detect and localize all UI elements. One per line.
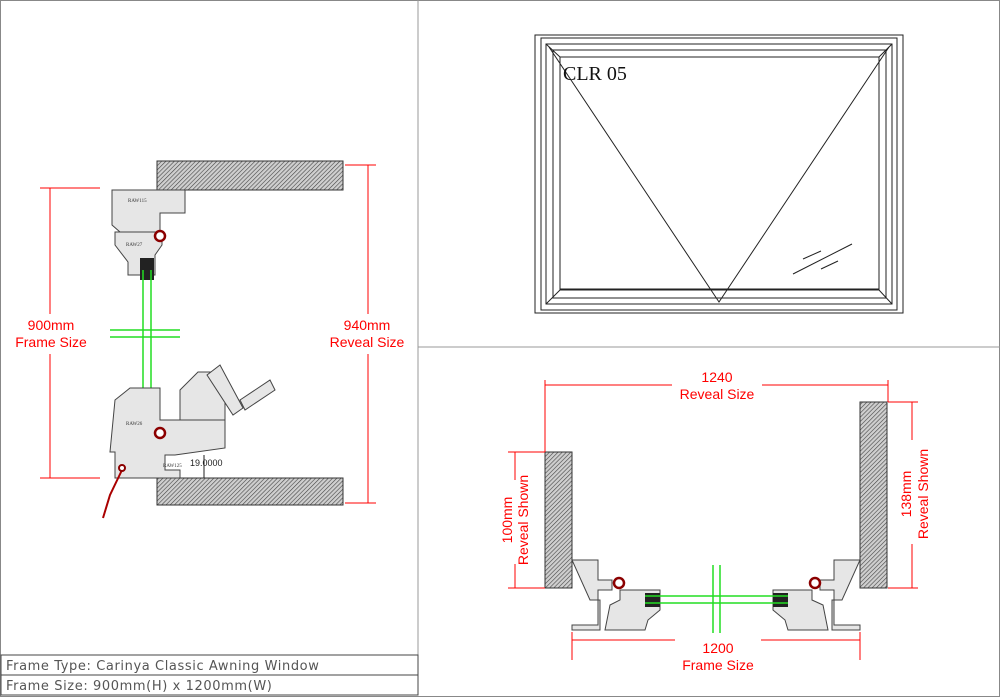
svg-text:100mm: 100mm (499, 497, 515, 544)
svg-text:Reveal Shown: Reveal Shown (915, 449, 931, 539)
frame-size-text: Frame Size: 900mm(H) x 1200mm(W) (6, 679, 272, 694)
head-profile: RAW115 RAW27 (111, 189, 186, 280)
horizontal-section: 1240 Reveal Size 1200 Frame Size 100mm R… (494, 368, 936, 674)
svg-text:1240: 1240 (701, 369, 732, 385)
svg-text:940mm: 940mm (344, 317, 391, 333)
svg-text:Frame Size: Frame Size (682, 657, 754, 673)
svg-text:Frame Size: Frame Size (15, 334, 87, 350)
svg-text:138mm: 138mm (898, 471, 914, 518)
vertical-section: RAW115 RAW27 RAW26 RAW125 19.0000 (8, 160, 411, 519)
awning-opening-indicator (548, 46, 890, 303)
svg-text:Reveal Shown: Reveal Shown (515, 475, 531, 565)
glass-vertical (110, 270, 180, 405)
reveal-width-dimension: 1240 Reveal Size (544, 368, 889, 452)
right-reveal-dimension: 138mm Reveal Shown (888, 401, 936, 589)
right-wall (859, 401, 888, 589)
left-jamb-profile (571, 559, 661, 631)
window-elevation: CLR 05 (534, 34, 904, 314)
glass-horizontal (645, 565, 788, 633)
right-jamb-profile (772, 559, 861, 631)
frame-width-dimension: 1200 Frame Size (571, 632, 861, 674)
gap-dimension: 19.0000 (190, 458, 223, 468)
svg-text:900mm: 900mm (28, 317, 75, 333)
reveal-size-dimension: 940mm Reveal Size (325, 164, 411, 504)
svg-text:Reveal Size: Reveal Size (330, 334, 405, 350)
profile-label: RAW125 (163, 464, 182, 469)
title-block: Frame Type: Carinya Classic Awning Windo… (0, 654, 419, 696)
svg-text:1200: 1200 (702, 640, 733, 656)
profile-label: RAW27 (126, 243, 143, 248)
frame-size-dimension: 900mm Frame Size (8, 187, 100, 479)
top-wall (156, 160, 344, 191)
svg-text:Reveal Size: Reveal Size (680, 386, 755, 402)
left-reveal-dimension: 100mm Reveal Shown (494, 451, 545, 589)
frame-type-text: Frame Type: Carinya Classic Awning Windo… (6, 659, 319, 674)
profile-label: RAW26 (126, 422, 143, 427)
glass-reflection-icon (792, 243, 853, 275)
bottom-wall (156, 477, 344, 506)
left-wall (544, 451, 573, 589)
sill-profile: RAW26 RAW125 19.0000 (102, 364, 276, 519)
profile-label: RAW115 (128, 199, 147, 204)
glass-label: CLR 05 (563, 63, 627, 85)
